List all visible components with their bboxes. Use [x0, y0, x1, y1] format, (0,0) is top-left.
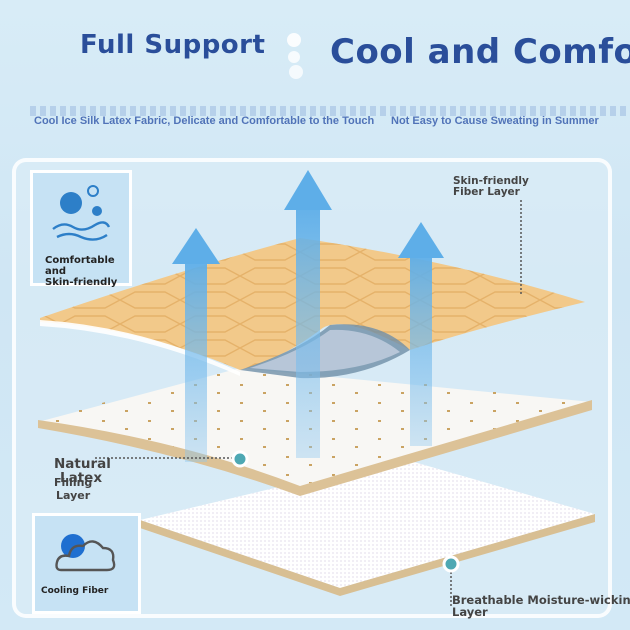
badge-top-label-line2: Skin-friendly [45, 277, 118, 288]
label-breath-line2: Layer [452, 605, 488, 619]
badge-cooling-fiber: Cooling Fiber [32, 513, 141, 614]
label-latex-overlap: Latex Filling [54, 470, 134, 489]
latex-marker-dot [231, 450, 249, 468]
subtitle-part-2: Not Easy to Cause Sweating in Summer [391, 115, 599, 127]
airflow-arrow-right [398, 222, 444, 446]
label-latex-line1: Natural [54, 456, 111, 472]
water-bubbles-hand-icon [52, 185, 111, 241]
decorative-blur-strip [30, 106, 630, 116]
breathable-layer [140, 458, 595, 596]
sparkle-icon [287, 33, 303, 79]
headline-cool-and-comfortable: Cool and Comfo [330, 32, 630, 72]
label-skin-line2: Fiber Layer [453, 186, 520, 198]
label-natural-latex-filling-layer: Natural Latex Filling Layer [54, 457, 134, 503]
badge-top-label: Comfortable and Skin-friendly [45, 255, 129, 288]
breath-marker-dot [442, 555, 460, 573]
subtitle-part-1: Cool Ice Silk Latex Fabric, Delicate and… [34, 115, 375, 127]
label-latex-line3: Filling [54, 476, 93, 489]
badge-comfortable-skin-friendly: Comfortable and Skin-friendly [30, 170, 132, 288]
label-breath-line1: Breathable Moisture-wicking [452, 593, 630, 607]
label-latex-line4: Layer [56, 489, 91, 502]
subtitle-text: Cool Ice Silk Latex Fabric, Delicate and… [34, 115, 599, 127]
airflow-arrow-center [284, 170, 332, 458]
label-skin-line1: Skin-friendly [453, 175, 529, 187]
badge-top-label-line1: Comfortable and [45, 255, 115, 277]
headline-full-support: Full Support [80, 30, 266, 60]
label-breathable-moisture-wicking-layer: Breathable Moisture-wicking Layer [452, 594, 630, 618]
label-latex-line2: Latex [60, 470, 103, 486]
badge-bottom-label: Cooling Fiber [41, 586, 109, 596]
label-skin-friendly-fiber-layer: Skin-friendly Fiber Layer [453, 176, 529, 198]
airflow-arrow-left [172, 228, 220, 462]
cloud-icon [55, 534, 116, 572]
